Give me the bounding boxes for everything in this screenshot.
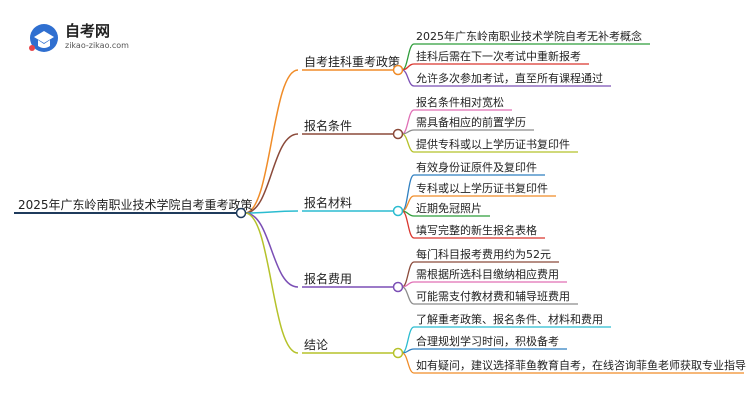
leaf-label: 可能需支付教材费和辅导班费用 <box>416 289 570 303</box>
leaf-connector <box>401 261 415 288</box>
leaf-label: 允许多次参加考试，直至所有课程通过 <box>416 71 603 85</box>
leaf-label: 合理规划学习时间，积极备考 <box>416 334 559 348</box>
branch-label: 报名条件 <box>304 118 352 133</box>
leaf-connector <box>401 69 415 87</box>
leaf-label: 挂科后需在下一次考试中重新报考 <box>416 49 581 63</box>
logo-domain: zikao-zikao.com <box>65 41 129 50</box>
leaf-connector <box>401 63 415 71</box>
leaf-label: 专科或以上学历证书复印件 <box>416 181 548 195</box>
branch-label: 自考挂科重考政策 <box>304 55 400 69</box>
branch-connector <box>244 69 299 214</box>
logo-dot-icon <box>29 45 35 51</box>
root-label: 2025年广东岭南职业技术学院自考重考政策 <box>18 197 253 212</box>
leaf-connector <box>401 133 415 153</box>
leaf-connector <box>401 281 415 288</box>
branch-node[interactable] <box>392 347 404 359</box>
branch-label: 结论 <box>304 338 328 352</box>
leaf-label: 有效身份证原件及复印件 <box>416 160 537 174</box>
branch-node[interactable] <box>392 281 404 293</box>
site-logo: 自考网 zikao-zikao.com <box>29 22 129 52</box>
graduation-cap-icon <box>34 31 54 48</box>
leaf-connector <box>401 210 415 239</box>
leaf-label: 每门科目报考费用约为52元 <box>416 247 551 261</box>
leaf-label: 提供专科或以上学历证书复印件 <box>416 137 570 151</box>
branch-label: 报名费用 <box>304 271 352 286</box>
leaf-label: 如有疑问，建议选择菲鱼教育自考，在线咨询菲鱼老师获取专业指导 <box>416 358 746 372</box>
leaf-label: 2025年广东岭南职业技术学院自考无补考概念 <box>416 29 642 43</box>
leaf-label: 需具备相应的前置学历 <box>416 115 526 129</box>
leaf-connector <box>401 352 415 374</box>
leaf-connector <box>401 174 415 212</box>
leaf-label: 近期免冠照片 <box>416 201 482 215</box>
leaf-label: 需根据所选科目缴纳相应费用 <box>416 267 559 281</box>
branch-label: 报名材料 <box>304 195 352 210</box>
leaf-label: 了解重考政策、报名条件、材料和费用 <box>416 312 603 326</box>
branch-connector <box>244 212 299 288</box>
root-node[interactable] <box>235 207 247 219</box>
branch-node[interactable] <box>392 64 404 76</box>
branch-node[interactable] <box>392 205 404 217</box>
leaf-label: 报名条件相对宽松 <box>416 95 504 109</box>
leaf-connector <box>401 286 415 305</box>
logo-title: 自考网 <box>65 22 110 40</box>
branch-connector <box>244 212 299 354</box>
branch-connector <box>244 133 299 214</box>
leaf-label: 填写完整的新生报名表格 <box>416 223 537 237</box>
branch-connector <box>244 210 299 214</box>
branch-node[interactable] <box>392 128 404 140</box>
